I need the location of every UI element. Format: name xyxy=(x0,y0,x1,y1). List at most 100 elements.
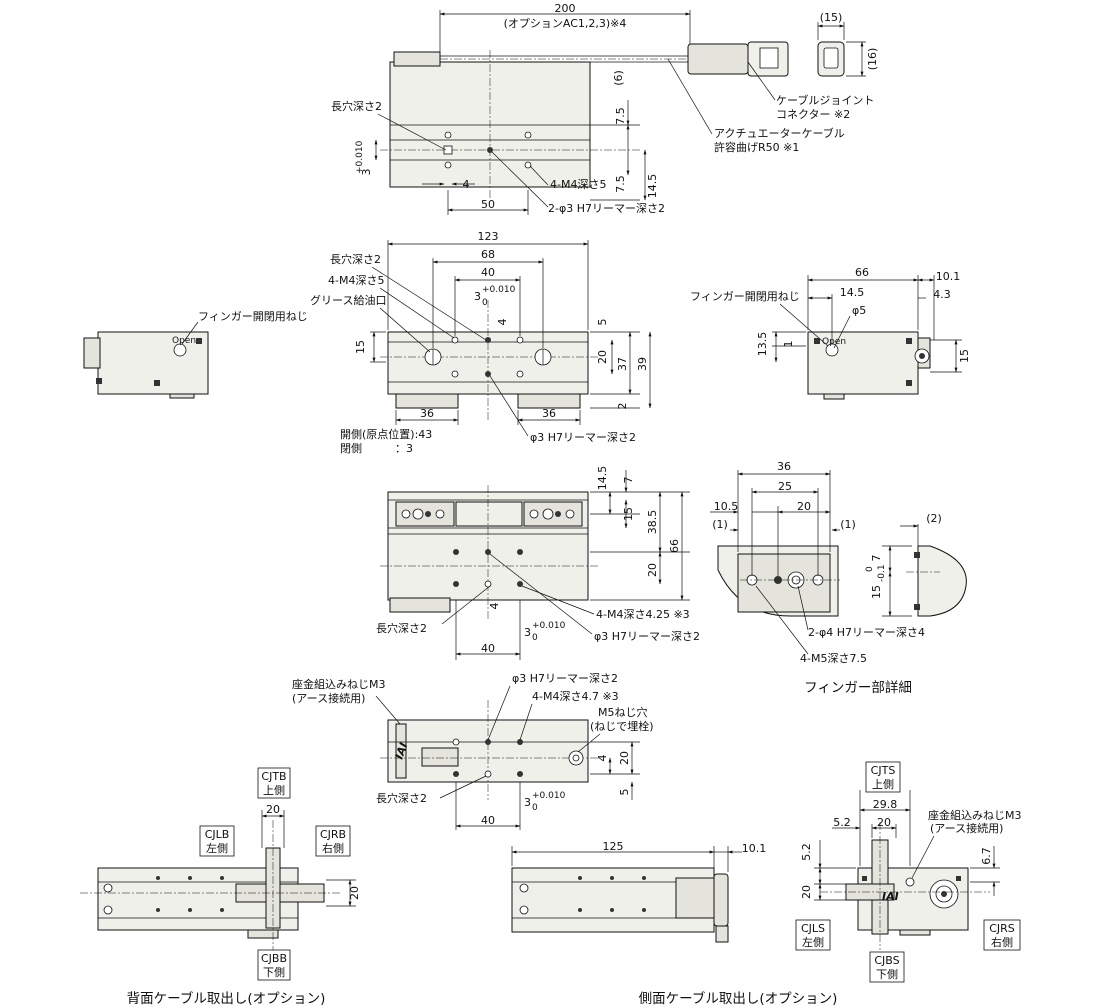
side-option-caption: 側面ケーブル取出し(オプション) xyxy=(639,990,838,1007)
top-dim-4: 4 xyxy=(463,178,470,191)
cjts-box xyxy=(865,761,901,793)
cjbb-box xyxy=(257,949,291,981)
bottom-dim-15: 15 xyxy=(622,507,635,521)
top-connector-housing xyxy=(393,51,441,67)
bottom-view: 14.5 7 15 38.5 66 20 4 3 +0.010 0 40 4-M… xyxy=(376,466,700,660)
back-option-caption: 背面ケーブル取出し(オプション) xyxy=(127,990,326,1007)
finger-dim-25: 25 xyxy=(778,480,792,493)
svg-text:Open: Open xyxy=(822,337,846,347)
top-hole xyxy=(524,161,532,169)
mid-dim-37: 37 xyxy=(616,357,629,371)
finger-dim-1a: (1) xyxy=(712,518,728,531)
side-end-dim-20a: 20 xyxy=(877,816,891,829)
dim-15: (15) xyxy=(820,11,843,24)
dim-14-5: 14.5 xyxy=(646,174,659,199)
cjtb-label: CJTB xyxy=(261,770,286,783)
right-dim-14-5: 14.5 xyxy=(840,286,865,299)
bottom-reamer-label: φ3 H7リーマー深さ2 xyxy=(594,630,700,643)
actuator-cable-label-1: アクチュエーターケーブル xyxy=(714,126,845,140)
top-slot xyxy=(443,145,453,155)
mid-dim-15: 15 xyxy=(354,340,367,354)
side-end-dim-29-8: 29.8 xyxy=(873,798,898,811)
svg-text:0: 0 xyxy=(865,566,875,572)
mid-dim-36a: 36 xyxy=(420,407,434,420)
cjtb-box xyxy=(257,767,291,799)
top-tol-3: 3 xyxy=(360,169,373,176)
cjrb-label: CJRB xyxy=(320,828,346,841)
side-end-dim-5-2b: 5.2 xyxy=(800,843,813,861)
svg-text:左側: 左側 xyxy=(206,842,228,855)
top-hole xyxy=(524,131,532,139)
dim-123: 123 xyxy=(478,230,499,243)
side-end-logo: IAI xyxy=(882,890,899,903)
dim-7-5a: 7.5 xyxy=(614,107,627,125)
cjbb-label: CJBB xyxy=(261,952,287,965)
finger-screw-label-right: フィンガー開閉用ねじ xyxy=(690,290,800,303)
right-dim-13-5: 13.5 xyxy=(756,332,769,357)
dim-7-5b: 7.5 xyxy=(614,175,627,193)
right-dim-10-1: 10.1 xyxy=(936,270,961,283)
finger-reamer-label: 2-φ4 H7リーマー深さ4 xyxy=(808,626,925,639)
svg-text:0: 0 xyxy=(482,298,488,308)
svg-text:-0.1: -0.1 xyxy=(877,564,887,582)
front-view: 123 68 40 3 +0.010 0 4 5 20 37 39 2 15 3… xyxy=(310,230,652,455)
back-option-view: 20 20 CJTB 上側 CJLB 左側 CJRB 右側 CJBB 下側 背面… xyxy=(80,767,361,1007)
cable-joint-connector xyxy=(687,43,749,75)
mid-tol-3: 3 xyxy=(474,290,481,303)
top-reamer-label: 2-φ3 H7リーマー深さ2 xyxy=(548,202,665,215)
finger-m5-label: 4-M5深さ7.5 xyxy=(800,652,867,665)
svg-text:0: 0 xyxy=(532,633,538,643)
finger-dim-10-5: 10.5 xyxy=(714,500,739,513)
bottom-slot-label: 長穴深さ2 xyxy=(376,621,427,635)
side-reamer-label: φ3 H7リーマー深さ2 xyxy=(512,672,618,685)
bottom-m4-label: 4-M4深さ4.25 ※3 xyxy=(596,608,690,621)
bottom-dim-7: 7 xyxy=(622,477,635,484)
cjrs-box xyxy=(983,919,1021,951)
top-hole xyxy=(444,131,452,139)
finger-screw-left xyxy=(173,343,187,357)
mid-dim-39: 39 xyxy=(636,357,649,371)
side-end-dim-20b: 20 xyxy=(800,885,813,899)
finger-tol-15: 15 xyxy=(870,585,883,599)
dim-40: 40 xyxy=(481,266,495,279)
open-pos-label-1: 開側(原点位置):43 xyxy=(340,427,432,441)
side-dim-5: 5 xyxy=(618,789,631,796)
svg-text:0: 0 xyxy=(532,803,538,813)
mid-dim-36b: 36 xyxy=(542,407,556,420)
mid-dim-5: 5 xyxy=(596,319,609,326)
bottom-dim-20: 20 xyxy=(646,563,659,577)
top-slot-label: 長穴深さ2 xyxy=(331,99,382,113)
mid-reamer-label: φ3 H7リーマー深さ2 xyxy=(530,431,636,444)
side-m5-label-1: M5ねじ穴 xyxy=(598,705,648,719)
bottom-tol-3: 3 xyxy=(524,626,531,639)
side-end-dim-5-2a: 5.2 xyxy=(833,816,851,829)
side-option-end-view: IAI 29.8 5.2 20 5.2 20 6.7 座金組込みねじM3 ( xyxy=(795,761,1022,983)
side-m4-label: 4-M4深さ4.7 ※3 xyxy=(532,690,619,703)
right-dim-66: 66 xyxy=(855,266,869,279)
cjrb-box xyxy=(315,825,351,857)
svg-text:左側: 左側 xyxy=(802,936,824,949)
side-opt-dim-125: 125 xyxy=(603,840,624,853)
dim-6: (6) xyxy=(612,70,625,86)
bottom-dim-14-5: 14.5 xyxy=(596,466,609,491)
cjlb-label: CJLB xyxy=(205,828,230,841)
mid-slot-label: 長穴深さ2 xyxy=(330,252,381,266)
svg-text:下側: 下側 xyxy=(263,966,285,979)
finger-detail-side xyxy=(917,545,967,617)
side-ground-label-2: (アース接続用) xyxy=(292,691,365,705)
dim-16: (16) xyxy=(866,48,879,71)
svg-text:+0.010: +0.010 xyxy=(532,791,566,801)
side-dim-4: 4 xyxy=(596,755,609,762)
finger-dim-20: 20 xyxy=(797,500,811,513)
svg-text:上側: 上側 xyxy=(263,784,285,797)
cjls-label: CJLS xyxy=(801,922,825,935)
svg-text:下側: 下側 xyxy=(876,968,898,981)
mid-dim-2: 2 xyxy=(616,403,629,410)
cable-joint-label-1: ケーブルジョイント xyxy=(776,93,874,107)
side-dim-20: 20 xyxy=(618,751,631,765)
side-end-dim-6-7: 6.7 xyxy=(980,847,993,865)
open-pos-label-2: 閉側 ：3 xyxy=(340,442,413,455)
cjlb-box xyxy=(199,825,235,857)
side-logo: IAI xyxy=(393,741,411,761)
back-dim-20b: 20 xyxy=(348,886,361,900)
